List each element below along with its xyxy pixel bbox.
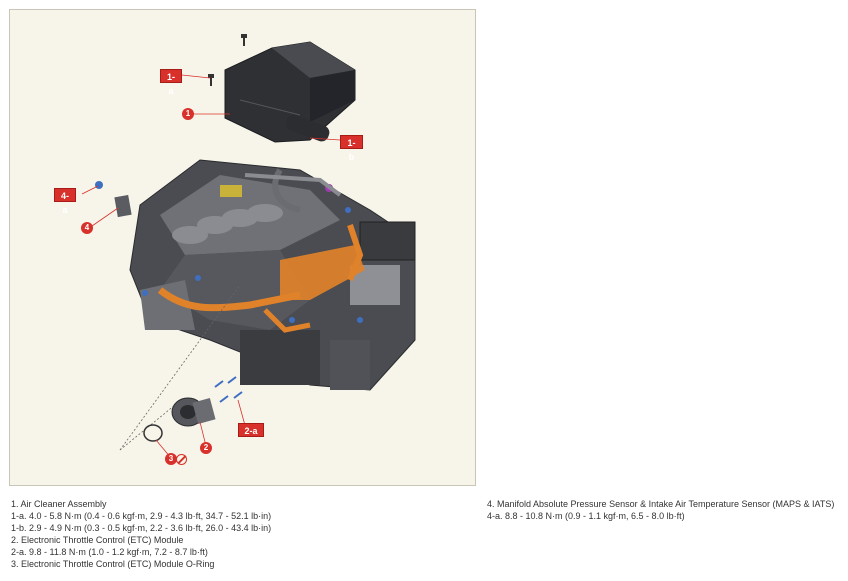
air-cleaner-assembly [224,41,356,143]
bolt-top [241,34,247,46]
legend-item-4: 4. Manifold Absolute Pressure Sensor & I… [487,499,835,509]
bolt-1a [208,74,214,86]
callout-number-4: 4 [81,222,93,234]
legend-item-1: 1. Air Cleaner Assembly [11,499,107,509]
callout-2a: 2-a [238,423,264,437]
map-sensor [95,181,132,218]
legend-item-1a: 1-a. 4.0 - 5.8 N·m (0.4 - 0.6 kgf·m, 2.9… [11,511,272,521]
callout-1a: 1-a [160,69,182,96]
engine-block [129,159,416,391]
etc-o-ring [143,424,163,442]
callout-number-1: 1 [182,108,194,120]
legend-item-4a: 4-a. 8.8 - 10.8 N·m (0.9 - 1.1 kgf·m, 6.… [487,511,685,521]
legend-item-2a: 2-a. 9.8 - 11.8 N·m (1.0 - 1.2 kgf·m, 7.… [11,547,208,557]
callout-1b: 1-b [340,135,363,162]
do-not-reuse-icon [176,454,187,465]
legend-left: 1. Air Cleaner Assembly 1-a. 4.0 - 5.8 N… [11,498,271,570]
engine-illustration [81,34,416,459]
callout-4a: 4-a [54,188,76,215]
callout-number-2: 2 [200,442,212,454]
legend-right: 4. Manifold Absolute Pressure Sensor & I… [487,498,834,522]
orange-hoses [157,224,365,333]
engine-diagram: 1-a 1 1-b 4-a 4 2-a 2 3 [9,9,476,486]
callout-number-3: 3 [165,453,177,465]
legend-item-3: 3. Electronic Throttle Control (ETC) Mod… [11,559,215,569]
legend-item-1b: 1-b. 2.9 - 4.9 N·m (0.3 - 0.5 kgf·m, 2.2… [11,523,272,533]
etc-module [171,397,216,427]
etc-bolts [214,376,243,403]
legend-item-2: 2. Electronic Throttle Control (ETC) Mod… [11,535,184,545]
